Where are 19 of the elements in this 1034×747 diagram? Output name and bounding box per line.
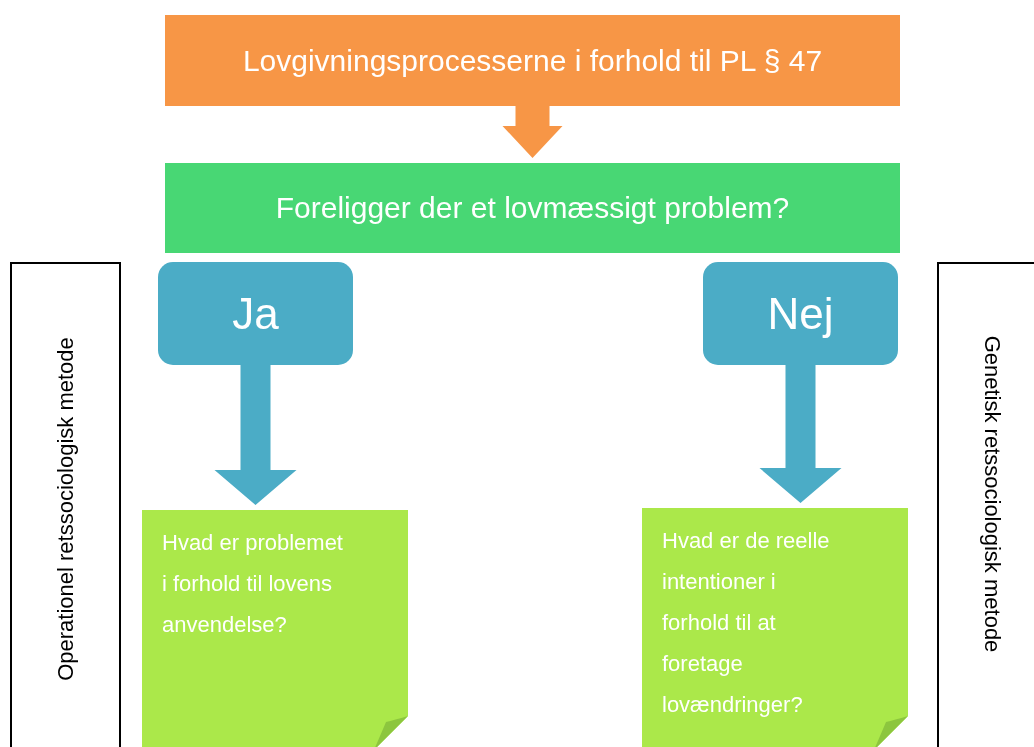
side-panel xyxy=(937,262,1034,747)
note-text: Hvad er problemet i forhold til lovens anvendelse? xyxy=(162,529,344,639)
block-arrow xyxy=(502,106,563,158)
box-label: Lovgivningsprocesserne i forhold til PL § 47 xyxy=(242,43,823,78)
answer-label: Ja xyxy=(232,288,279,339)
answer-box xyxy=(703,262,898,365)
sticky-note xyxy=(142,510,408,747)
side-label: Genetisk retssociologisk metode xyxy=(979,335,1005,653)
side-panel xyxy=(10,262,121,747)
title-box xyxy=(165,15,900,106)
side-label: Operationel retssociologisk metode xyxy=(52,337,79,681)
note-text: Hvad er de reelle intentioner i forhold til at foretage lovændringer? xyxy=(662,527,831,719)
question-box xyxy=(165,163,900,253)
block-arrow xyxy=(759,365,842,503)
sticky-note xyxy=(642,508,908,747)
block-arrow xyxy=(214,365,297,505)
box-label: Foreligger der et lovmæssigt problem? xyxy=(275,191,790,225)
answer-label: Nej xyxy=(767,288,834,339)
answer-box xyxy=(158,262,353,365)
